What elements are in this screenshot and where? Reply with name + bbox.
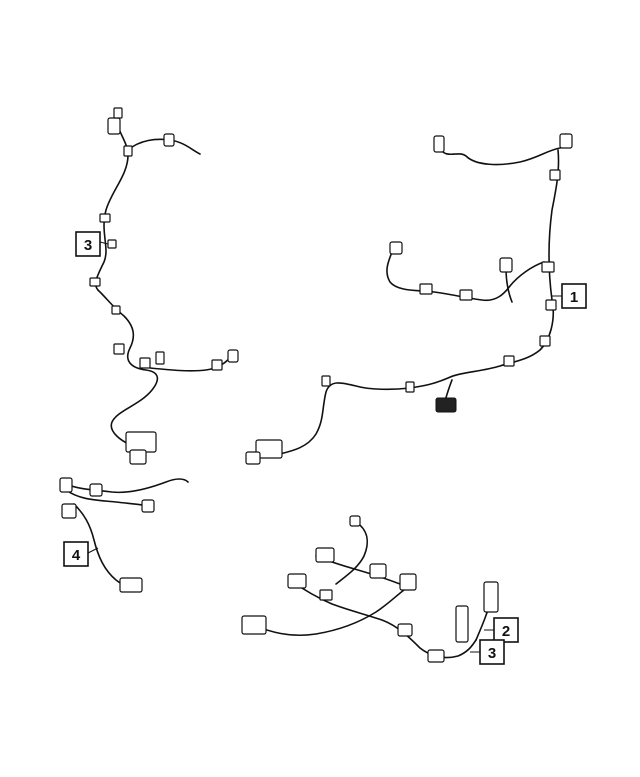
connector <box>459 289 473 301</box>
connector <box>287 573 307 589</box>
connector-block <box>125 431 157 453</box>
connector <box>123 145 133 157</box>
connector-block <box>119 577 143 593</box>
connector <box>389 241 403 255</box>
harness-3-upper <box>89 107 239 465</box>
callout-1: 1 <box>561 283 587 309</box>
connector <box>89 483 103 497</box>
callout-4: 4 <box>63 541 89 567</box>
clip <box>503 355 515 367</box>
callout-4-label: 4 <box>72 547 81 564</box>
clip <box>321 375 331 387</box>
connector <box>435 397 457 413</box>
connector <box>427 649 445 663</box>
clip <box>405 381 415 393</box>
connector <box>227 349 239 363</box>
connector <box>141 499 155 513</box>
connector <box>211 359 223 371</box>
connector <box>349 515 361 527</box>
seat-switch-connector <box>455 605 469 643</box>
callout-3-lower: 3 <box>479 639 505 665</box>
clip <box>89 277 101 287</box>
harness-4 <box>59 477 189 593</box>
callout-2-label: 2 <box>502 623 510 640</box>
clip <box>107 239 117 249</box>
seat-switch-connector <box>483 581 499 613</box>
clip <box>541 261 555 273</box>
connector <box>369 563 387 579</box>
connector <box>59 477 73 493</box>
clip <box>539 335 551 347</box>
callout-1-label: 1 <box>570 289 578 306</box>
connector <box>163 133 175 147</box>
connector <box>397 623 413 637</box>
clip <box>155 351 165 365</box>
clip <box>545 299 557 311</box>
connector-block <box>241 615 267 635</box>
connector <box>559 133 573 149</box>
connector-block <box>129 449 147 465</box>
connector-block <box>255 439 283 459</box>
connector <box>399 573 417 591</box>
clip <box>99 213 111 223</box>
clip <box>139 357 151 369</box>
clip <box>549 169 561 181</box>
callout-3-upper-label: 3 <box>84 237 92 254</box>
connector <box>499 257 513 273</box>
connector <box>113 107 123 119</box>
clip <box>113 343 125 355</box>
connector <box>319 589 333 601</box>
connector <box>107 117 121 135</box>
connector-block <box>245 451 261 465</box>
harness-1 <box>245 133 573 465</box>
callout-3-lower-label: 3 <box>488 645 496 662</box>
connector <box>419 283 433 295</box>
connector <box>315 547 335 563</box>
connector <box>61 503 77 519</box>
harness-2-3-lower <box>241 515 500 663</box>
connector <box>433 135 445 153</box>
clip <box>111 305 121 315</box>
callout-3-upper: 3 <box>75 231 101 257</box>
callout-2: 2 <box>493 617 519 643</box>
